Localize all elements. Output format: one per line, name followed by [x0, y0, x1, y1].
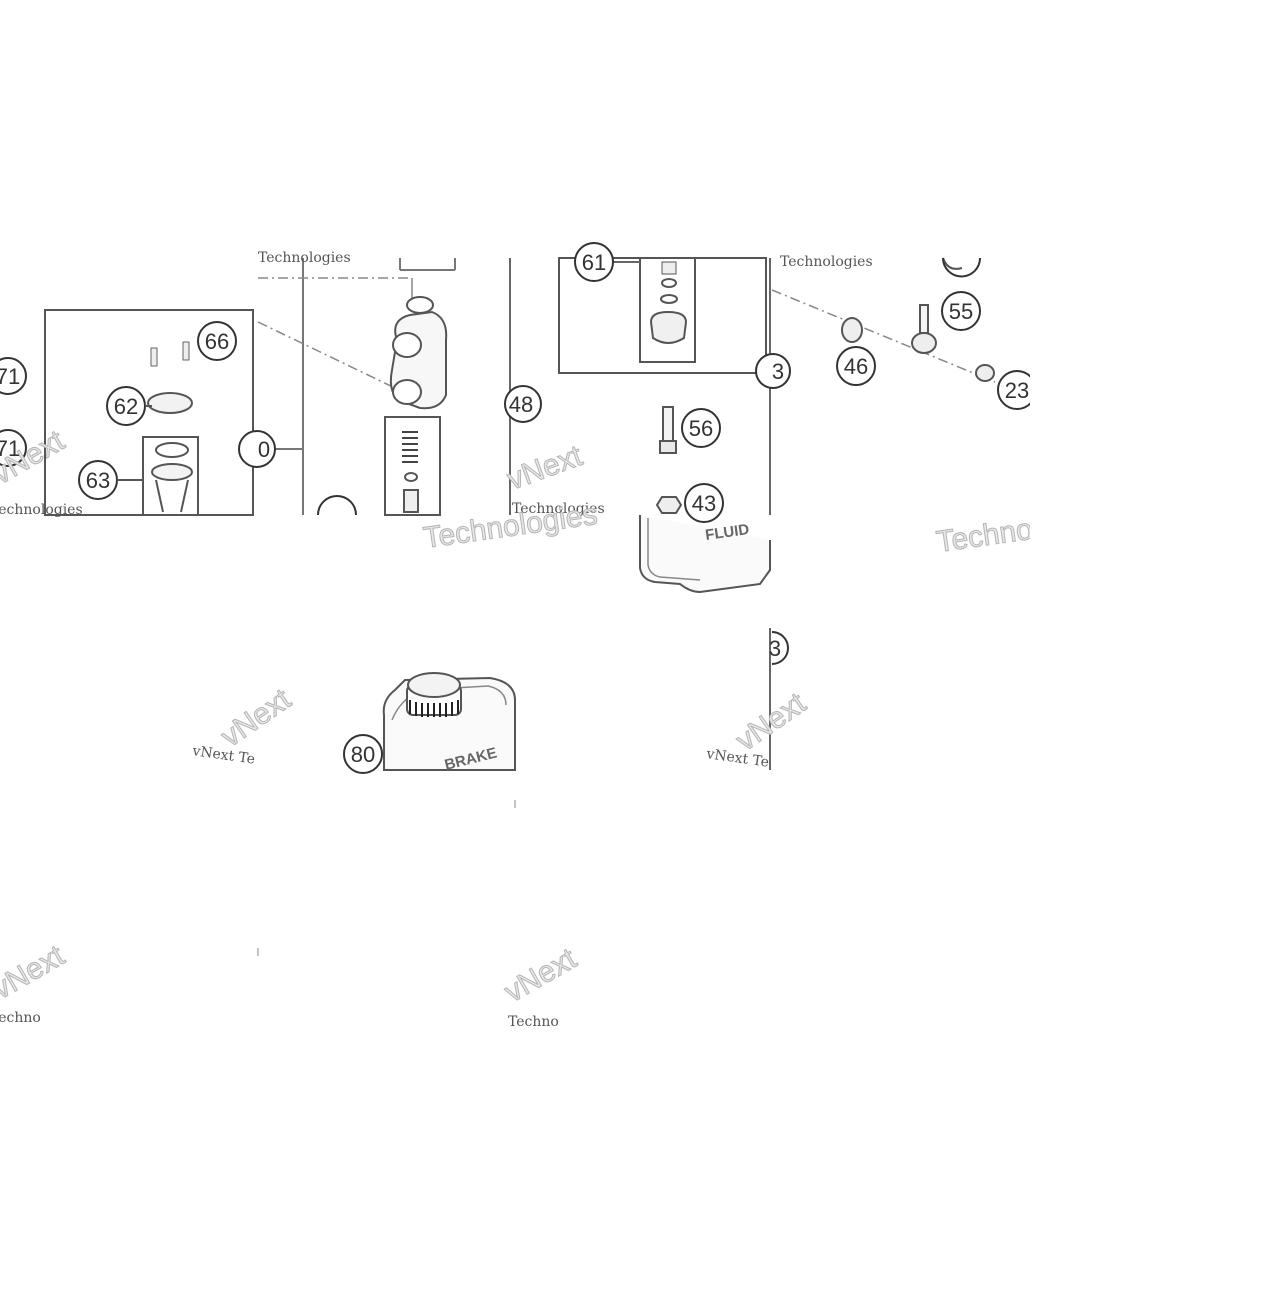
- watermark-te-1: vNext Te: [190, 743, 256, 768]
- watermark-vnext-3: vNext: [215, 682, 297, 753]
- callout-80[interactable]: 80: [343, 734, 383, 774]
- svg-text:71: 71: [0, 364, 20, 389]
- callout-71b[interactable]: 71: [0, 429, 27, 467]
- watermark-techno-2: Techno: [508, 1014, 559, 1030]
- watermark-technologies-1: Technologies: [258, 250, 351, 266]
- tile-master-cylinder-right: [558, 257, 771, 515]
- fluid-label-1: FLUID: [704, 521, 750, 544]
- tile-fittings: [771, 257, 996, 383]
- svg-text:71: 71: [0, 436, 20, 461]
- svg-text:0: 0: [258, 437, 270, 462]
- callout-0[interactable]: 0: [238, 430, 276, 468]
- callout-56[interactable]: 56: [681, 408, 721, 448]
- callout-43[interactable]: 43: [684, 483, 724, 523]
- tile-brake-fluid-can-2: BRAKE: [257, 672, 516, 956]
- watermark-vnext-4: vNext: [730, 686, 812, 757]
- svg-text:46: 46: [844, 354, 868, 379]
- callout-3a[interactable]: 3: [755, 353, 791, 389]
- callout-63[interactable]: 63: [78, 460, 143, 500]
- svg-text:56: 56: [689, 416, 713, 441]
- watermark-vnext-1: vNext: [503, 439, 587, 496]
- tile-brake-fluid-can-1: FLUID B: [639, 508, 771, 770]
- watermark-technologies-2: Technologies: [780, 254, 873, 270]
- watermark-vnext-6: vNext: [499, 942, 582, 1009]
- svg-text:55: 55: [949, 299, 973, 324]
- callout-66[interactable]: 66: [197, 321, 237, 361]
- callout-3b[interactable]: 3: [769, 631, 789, 665]
- svg-text:3: 3: [769, 636, 781, 661]
- callout-48[interactable]: 48: [504, 385, 542, 423]
- svg-text:23: 23: [1005, 378, 1029, 403]
- svg-text:43: 43: [692, 491, 716, 516]
- tile-master-cylinder-left: [44, 258, 511, 516]
- watermark-techno-1: Techno: [0, 1010, 41, 1026]
- callout-62[interactable]: 62: [106, 386, 152, 426]
- svg-text:48: 48: [509, 392, 533, 417]
- svg-text:3: 3: [772, 359, 784, 384]
- callout-71a[interactable]: 71: [0, 357, 27, 395]
- watermark-vnext-5: vNext: [0, 939, 70, 1006]
- callout-edge-top-right: [942, 257, 981, 278]
- svg-text:61: 61: [582, 250, 606, 275]
- svg-text:62: 62: [114, 394, 138, 419]
- svg-text:63: 63: [86, 468, 110, 493]
- callout-group: 71 71 66 62 63 0 48: [0, 242, 1037, 774]
- watermark-technologies-3: Technologies: [0, 502, 83, 518]
- callout-55[interactable]: 55: [941, 291, 981, 331]
- watermark-technologies-4: Technologies: [512, 501, 605, 517]
- svg-text:80: 80: [351, 742, 375, 767]
- svg-text:66: 66: [205, 329, 229, 354]
- callout-61-partial[interactable]: [317, 495, 357, 516]
- watermark-group: Technologies Technologies Technologies T…: [0, 250, 1113, 1030]
- callout-23[interactable]: 23: [997, 370, 1037, 410]
- callout-46[interactable]: 46: [836, 346, 876, 386]
- callout-61[interactable]: 61: [574, 242, 614, 282]
